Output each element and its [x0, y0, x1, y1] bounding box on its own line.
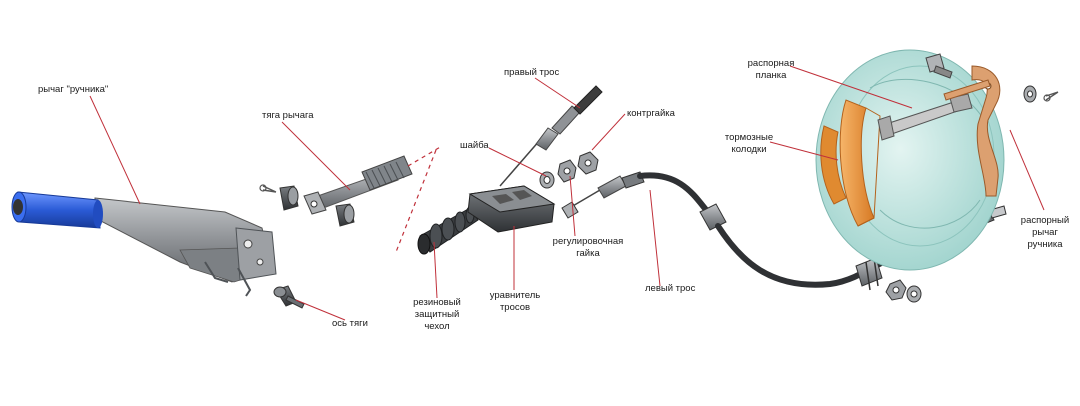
cotter-pin-left: [259, 184, 277, 193]
label-lever: рычаг "ручника": [38, 84, 109, 95]
cable-end-nut: [885, 279, 922, 303]
label-brake-shoes-line2: колодки: [731, 144, 767, 155]
cable-equalizer: [467, 185, 556, 233]
adjusting-nut: [557, 159, 577, 183]
right-cable: [499, 85, 603, 187]
label-spreader-lever-line2: рычаг: [1032, 227, 1058, 238]
label-equalizer-line2: тросов: [499, 302, 531, 313]
label-rubber-boot: резиновый защитный чехол: [400, 297, 474, 333]
label-adjusting-nut: регулировочная гайка: [540, 236, 636, 260]
label-adjusting-nut-line2: гайка: [576, 248, 600, 259]
label-spacer-bar-line2: планка: [755, 70, 787, 81]
lever-grip: [11, 191, 103, 229]
label-spacer-bar-line1: распорная: [747, 58, 795, 69]
handbrake-lever: [94, 197, 277, 297]
cotter-pin-right: [1043, 91, 1059, 102]
label-lever-rod: тяга рычага: [262, 110, 314, 121]
spacer-bar: [877, 93, 973, 141]
label-right-cable: правый трос: [504, 67, 560, 78]
spreader-lever: [943, 65, 1001, 197]
label-equalizer: уравнитель тросов: [478, 290, 552, 314]
label-equalizer-line1: уравнитель: [489, 290, 541, 301]
label-spreader-lever-line1: распорный: [1020, 215, 1070, 226]
leader-lines: [89, 65, 1045, 321]
alignment-dashes: [395, 145, 443, 253]
label-rod-axle: ось тяги: [332, 318, 368, 329]
bushing-left: [279, 185, 299, 211]
bushing-right: [335, 203, 355, 227]
label-rubber-boot-line1: резиновый: [413, 297, 461, 308]
label-rubber-boot-line2: защитный: [414, 309, 460, 320]
label-washer: шайба: [460, 140, 489, 151]
label-spacer-bar: распорная планка: [734, 58, 808, 82]
lever-rod: [303, 155, 413, 215]
brake-shoes: [820, 99, 881, 227]
rubber-boot: [417, 206, 479, 255]
label-locknut: контргайка: [627, 108, 675, 119]
spreader-pin: [925, 53, 953, 79]
locknut: [577, 151, 599, 175]
label-adjusting-nut-line1: регулировочная: [552, 236, 624, 247]
label-spreader-lever-line3: ручника: [1027, 239, 1063, 250]
spreader-washer: [1023, 85, 1037, 103]
rod-axle: [273, 285, 305, 309]
label-rubber-boot-line3: чехол: [424, 321, 450, 332]
label-brake-shoes: тормозные колодки: [712, 132, 786, 156]
label-spreader-lever: распорный рычаг ручника: [1012, 215, 1078, 251]
label-left-cable: левый трос: [645, 283, 696, 294]
washer: [539, 171, 555, 189]
label-brake-shoes-line1: тормозные: [724, 132, 774, 143]
